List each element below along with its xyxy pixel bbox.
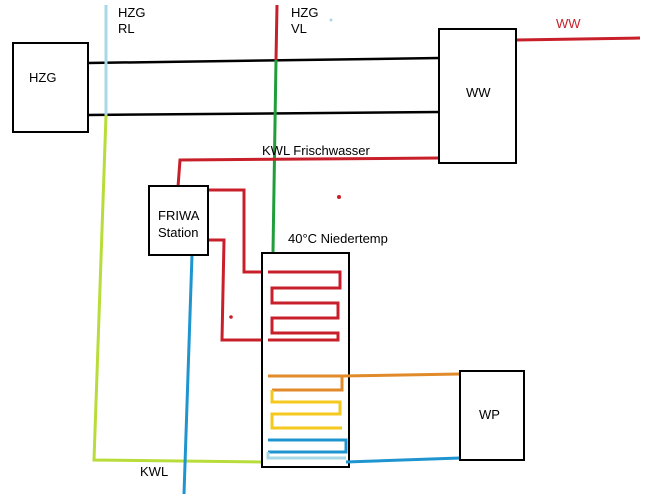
ww-outlet-label: WW [556, 16, 581, 31]
hzg-vl-label-line2: VL [291, 21, 307, 36]
pipe-hzg-vl-green [271, 59, 278, 253]
pipe-hzg-vl-red [274, 4, 279, 61]
hzg-box-label: HZG [29, 70, 56, 85]
pipe-hzg-rl-return [92, 114, 263, 464]
pipe-kwl-frischwasser [176, 156, 441, 188]
coil-red-upper [268, 270, 342, 342]
friwa-label-line1: FRIWA [158, 208, 200, 223]
storage-tank [261, 252, 350, 468]
dot-red-2 [229, 315, 233, 319]
kwl-bottom-label: KWL [140, 464, 168, 479]
pipe-friwa-loop-inner [208, 238, 268, 342]
hzg-rl-label-line2: RL [118, 21, 135, 36]
wp-box-label: WP [479, 407, 500, 422]
kwl-frischwasser-label: KWL Frischwasser [262, 143, 371, 158]
dot-red-1 [337, 195, 341, 199]
pipe-hzg-ww-lower [87, 110, 441, 117]
friwa-label-line2: Station [158, 225, 198, 240]
niedertemp-label: 40°C Niedertemp [288, 231, 388, 246]
pipe-blue-to-wp [345, 456, 461, 464]
coil-orange [268, 374, 344, 392]
coil-light-blue [266, 452, 346, 460]
pipe-hzg-ww-upper [87, 56, 441, 65]
hzg-box [12, 42, 89, 133]
ww-box-label: WW [466, 85, 491, 100]
pipe-friwa-loop-outer [208, 188, 268, 274]
coil-yellow [270, 390, 342, 430]
ww-box [438, 28, 517, 164]
coil-blue [268, 438, 348, 454]
pipe-orange-to-wp [341, 372, 461, 378]
pipe-ww-outlet [515, 36, 641, 42]
hzg-rl-label-line1: HZG [118, 5, 145, 20]
friwa-station-box [148, 185, 209, 256]
pipe-kwl-blue [182, 254, 194, 495]
hzg-vl-label-line1: HZG [291, 5, 318, 20]
wp-box [459, 370, 525, 461]
dot-light-blue [329, 18, 333, 22]
